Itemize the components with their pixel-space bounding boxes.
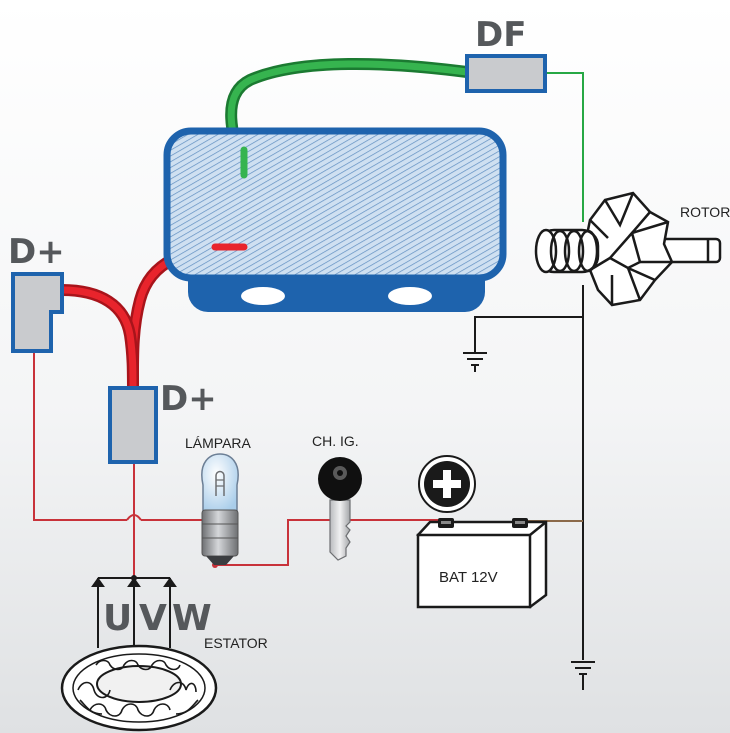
lampara-label: LÁMPARA bbox=[185, 435, 252, 451]
wire-df-to-rotor bbox=[546, 72, 584, 222]
ch-ig-label: CH. IG. bbox=[312, 433, 359, 449]
stator-diodes bbox=[91, 577, 177, 648]
battery-label: BAT 12V bbox=[439, 569, 498, 586]
ignition-key-icon bbox=[318, 457, 362, 561]
ground-icon-battery bbox=[571, 661, 595, 690]
battery-icon bbox=[416, 518, 548, 609]
stator-icon bbox=[60, 644, 218, 732]
wire-d-plus-to-lamp bbox=[33, 352, 127, 521]
lamp-icon bbox=[201, 453, 239, 565]
mounting-hole-right bbox=[388, 287, 432, 305]
d-plus-connector-bottom bbox=[108, 386, 158, 464]
voltage-regulator bbox=[163, 127, 507, 312]
estator-label: ESTATOR bbox=[204, 635, 268, 651]
wire-regulator-ground bbox=[474, 316, 583, 352]
wire-lamp-to-key bbox=[215, 519, 340, 566]
rotor-label: ROTOR bbox=[680, 204, 730, 220]
d-plus-connector-top bbox=[11, 272, 64, 353]
rotor bbox=[534, 191, 722, 307]
mounting-hole-left bbox=[241, 287, 285, 305]
d-plus-label-bottom: D+ bbox=[160, 379, 217, 419]
df-connector bbox=[465, 54, 547, 93]
plus-icon bbox=[418, 455, 476, 513]
phase-label-u: U bbox=[103, 598, 132, 639]
df-label: DF bbox=[475, 15, 526, 55]
ground-icon-regulator bbox=[463, 352, 487, 372]
phase-label-v: V bbox=[139, 598, 167, 639]
phase-label-w: W bbox=[172, 598, 212, 639]
d-plus-label-top: D+ bbox=[8, 232, 65, 272]
